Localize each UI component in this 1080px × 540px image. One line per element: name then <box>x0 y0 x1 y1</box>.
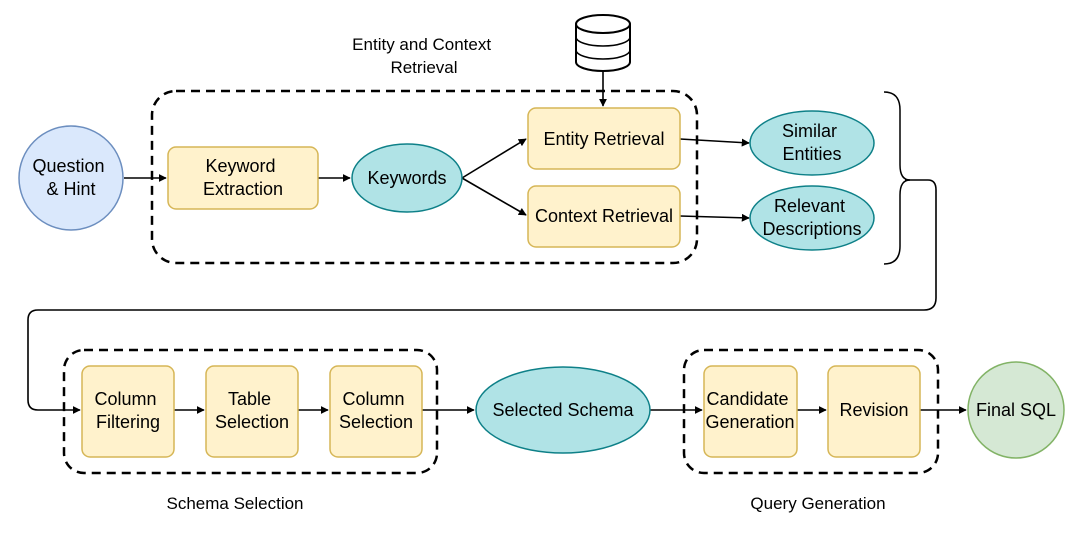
similar-entities-label: Similar Entities <box>782 121 842 164</box>
question-hint-label: Question & Hint <box>32 156 109 199</box>
selected-schema-label: Selected Schema <box>492 400 634 420</box>
node-table-selection: Table Selection <box>205 365 299 458</box>
query-generation-group <box>682 348 940 475</box>
database-cylinder-icon <box>575 14 631 72</box>
edge-retrieval-results-to-column-filtering <box>27 179 937 414</box>
relevant-descriptions-label: Relevant Descriptions <box>762 196 861 239</box>
node-revision: Revision <box>827 365 921 458</box>
node-column-filtering: Column Filtering <box>81 365 175 458</box>
entity-retrieval-label: Entity Retrieval <box>543 129 664 149</box>
edge-keywords-to-context-retrieval <box>461 177 527 216</box>
node-column-selection: Column Selection <box>329 365 423 458</box>
edges <box>27 71 967 414</box>
edge-entity-retrieval-to-similar-entities <box>679 138 750 147</box>
node-keywords: Keywords <box>351 143 463 213</box>
node-context-retrieval: Context Retrieval <box>527 185 681 248</box>
keyword-extraction-label: Keyword Extraction <box>203 156 283 199</box>
node-final-sql: Final SQL <box>967 361 1065 459</box>
candidate-generation-label: Candidate Generation <box>705 389 794 432</box>
results-brace <box>883 91 911 265</box>
node-entity-retrieval: Entity Retrieval <box>527 107 681 170</box>
edge-keywords-to-entity-retrieval <box>461 138 527 179</box>
edge-context-retrieval-to-relevant-descriptions <box>679 213 750 222</box>
schema-selection-group <box>62 348 439 475</box>
node-candidate-generation: Candidate Generation <box>703 365 798 458</box>
node-relevant-descriptions: Relevant Descriptions <box>749 185 875 251</box>
keywords-label: Keywords <box>367 168 446 188</box>
entity-context-retrieval-label: Entity and Context Retrieval <box>352 35 496 77</box>
query-generation-label: Query Generation <box>750 494 885 513</box>
node-question-hint: Question & Hint <box>18 125 124 231</box>
entity-context-retrieval-group <box>150 89 699 265</box>
context-retrieval-label: Context Retrieval <box>535 206 673 226</box>
column-selection-label: Column Selection <box>339 389 413 432</box>
revision-label: Revision <box>839 400 908 420</box>
column-filtering-label: Column Filtering <box>94 389 161 432</box>
final-sql-label: Final SQL <box>976 400 1056 420</box>
node-selected-schema: Selected Schema <box>475 366 651 454</box>
node-keyword-extraction: Keyword Extraction <box>167 146 319 210</box>
schema-selection-label: Schema Selection <box>166 494 303 513</box>
table-selection-label: Table Selection <box>215 389 289 432</box>
node-similar-entities: Similar Entities <box>749 110 875 176</box>
